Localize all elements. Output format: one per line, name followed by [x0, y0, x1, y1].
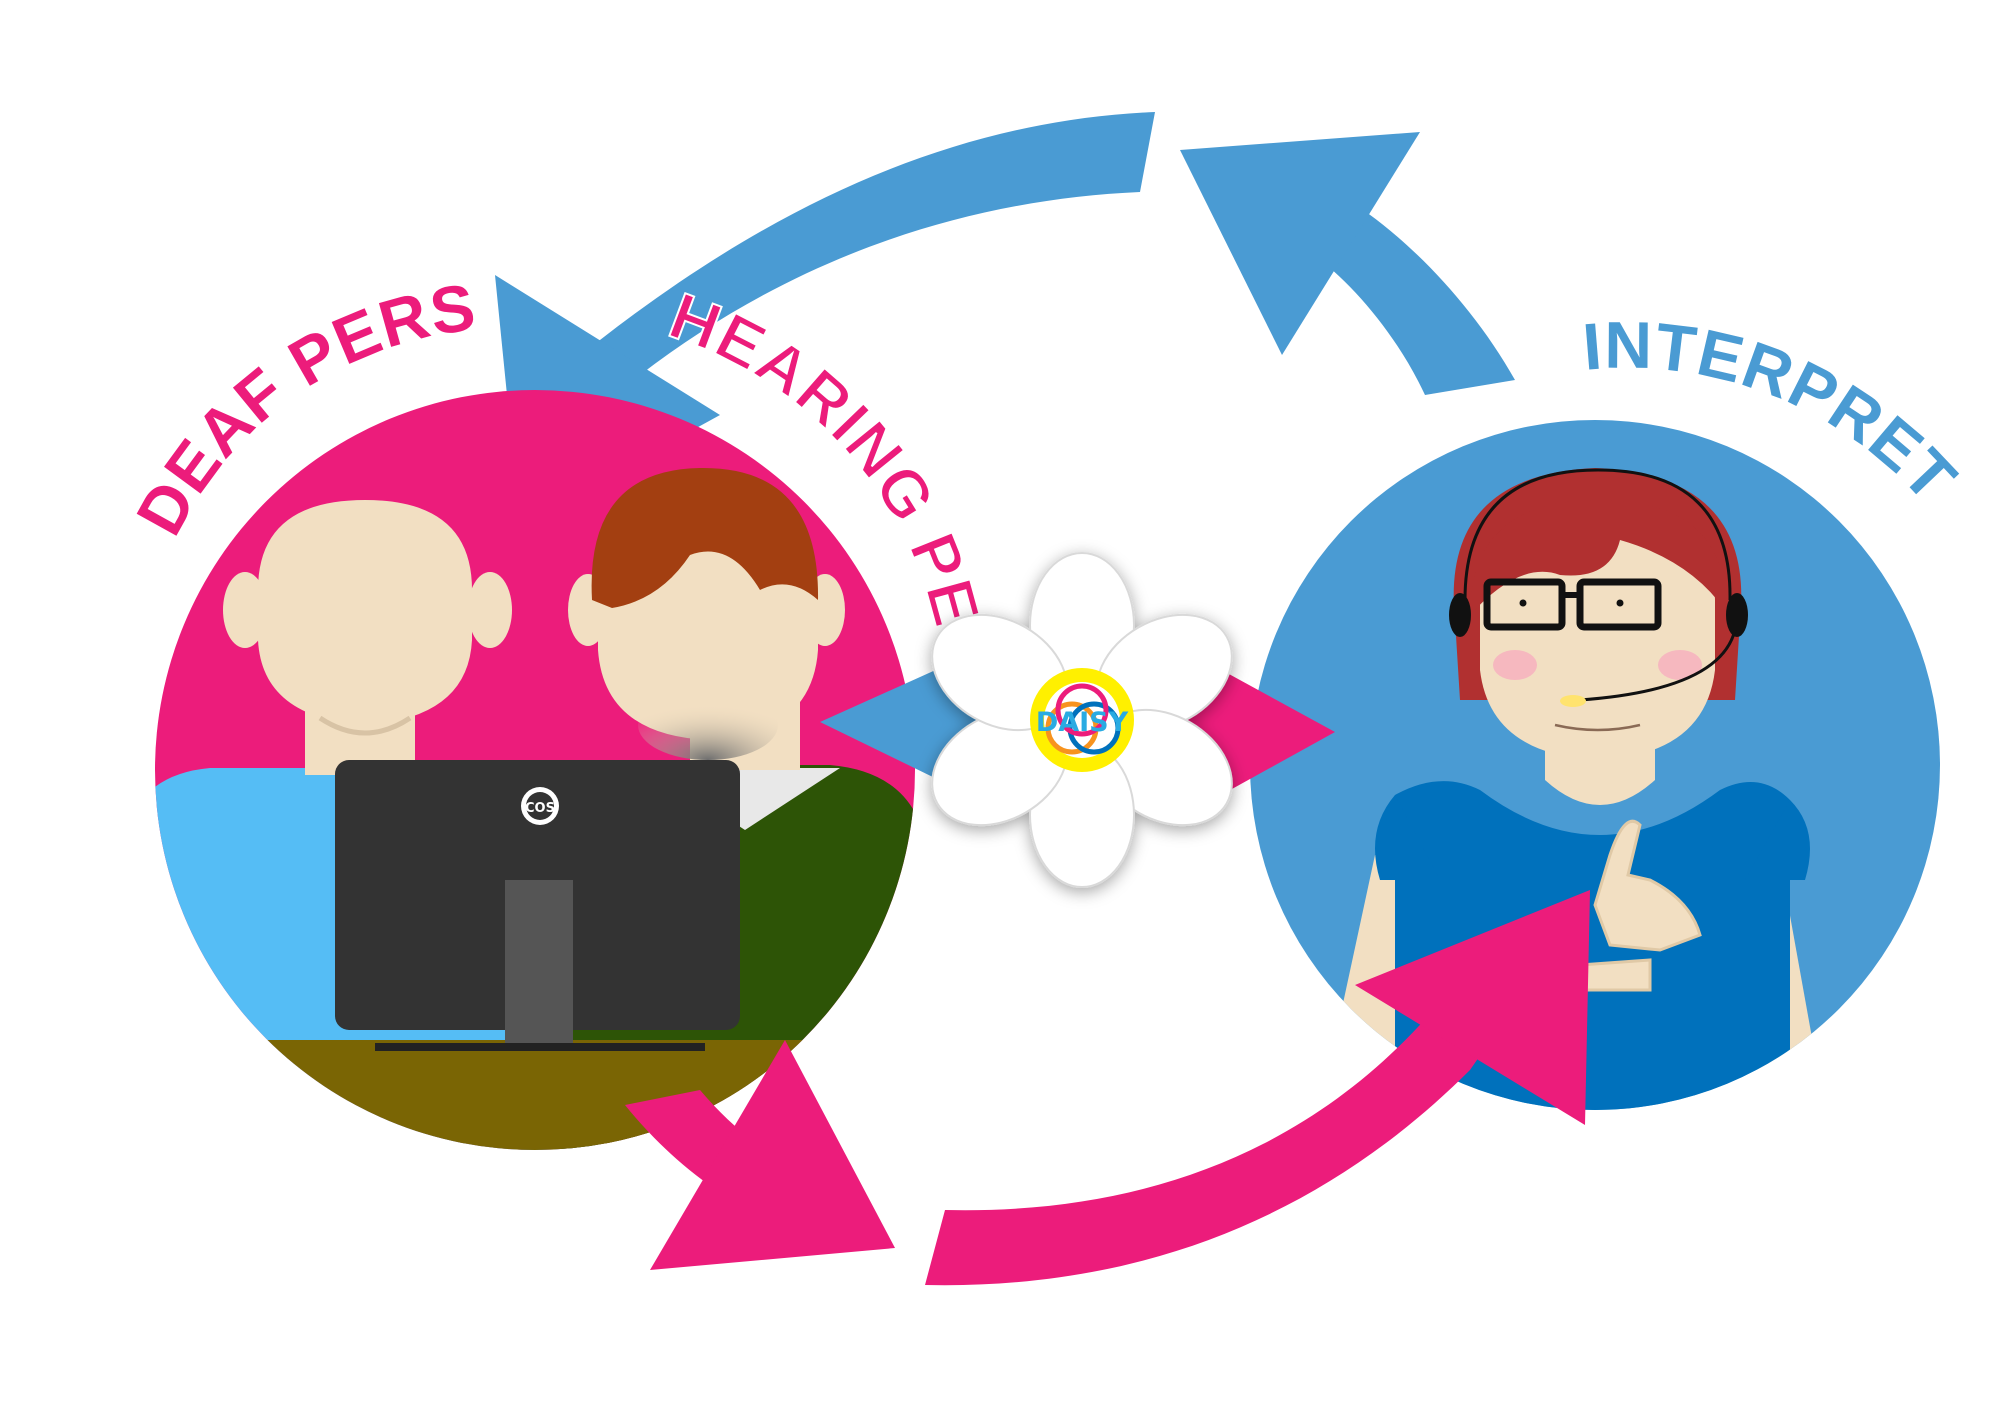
- computer-monitor-icon: COS: [335, 760, 740, 1051]
- daisy-logo-text: DAISY: [1036, 707, 1129, 738]
- arrow-icon: [1355, 890, 1590, 1125]
- bottom-right-pink-arrow: [925, 890, 1590, 1286]
- headset-icon: [1449, 468, 1748, 707]
- left-scene: COS DEAF PERSON HEARING PERSON: [0, 0, 995, 1150]
- desk: [155, 1040, 915, 1150]
- daisy-logo: DAISY: [1030, 668, 1134, 772]
- arrow-icon: [925, 990, 1515, 1286]
- center-exchange: DAISY: [820, 552, 1335, 888]
- arrow-icon: [650, 1040, 895, 1270]
- arrow-icon: [565, 112, 1155, 375]
- daisy-flower-icon: [931, 552, 1233, 888]
- monitor-logo-text: COS: [525, 801, 555, 816]
- glasses-icon: [1483, 578, 1662, 631]
- right-up-blue-arrow: [1180, 132, 1515, 395]
- arrow-icon: [1180, 132, 1420, 355]
- bottom-left-pink-arrow: [625, 1040, 895, 1270]
